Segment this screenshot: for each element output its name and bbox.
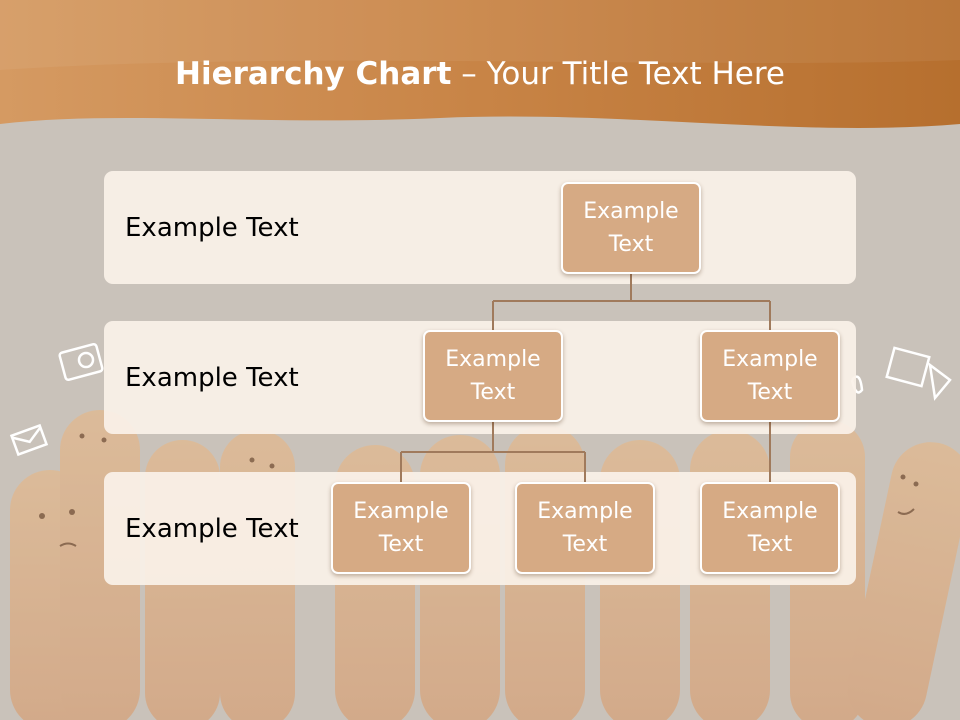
node-bottom-3: Example Text <box>700 482 840 574</box>
level-label: Example Text <box>125 513 299 544</box>
title-bold: Hierarchy Chart <box>175 56 452 92</box>
slide-title: Hierarchy Chart – Your Title Text Here <box>0 54 960 94</box>
level-band-1: Example Text <box>104 171 856 284</box>
node-bottom-2: Example Text <box>515 482 655 574</box>
node-text: Example Text <box>353 499 449 557</box>
node-mid-left: Example Text <box>423 330 563 422</box>
title-rest: – Your Title Text Here <box>451 56 785 92</box>
node-text: Example Text <box>445 347 541 405</box>
node-text: Example Text <box>583 199 679 257</box>
node-text: Example Text <box>722 347 818 405</box>
node-text: Example Text <box>537 499 633 557</box>
node-root: Example Text <box>561 182 701 274</box>
node-text: Example Text <box>722 499 818 557</box>
level-label: Example Text <box>125 362 299 393</box>
node-mid-right: Example Text <box>700 330 840 422</box>
node-bottom-1: Example Text <box>331 482 471 574</box>
level-label: Example Text <box>125 212 299 243</box>
